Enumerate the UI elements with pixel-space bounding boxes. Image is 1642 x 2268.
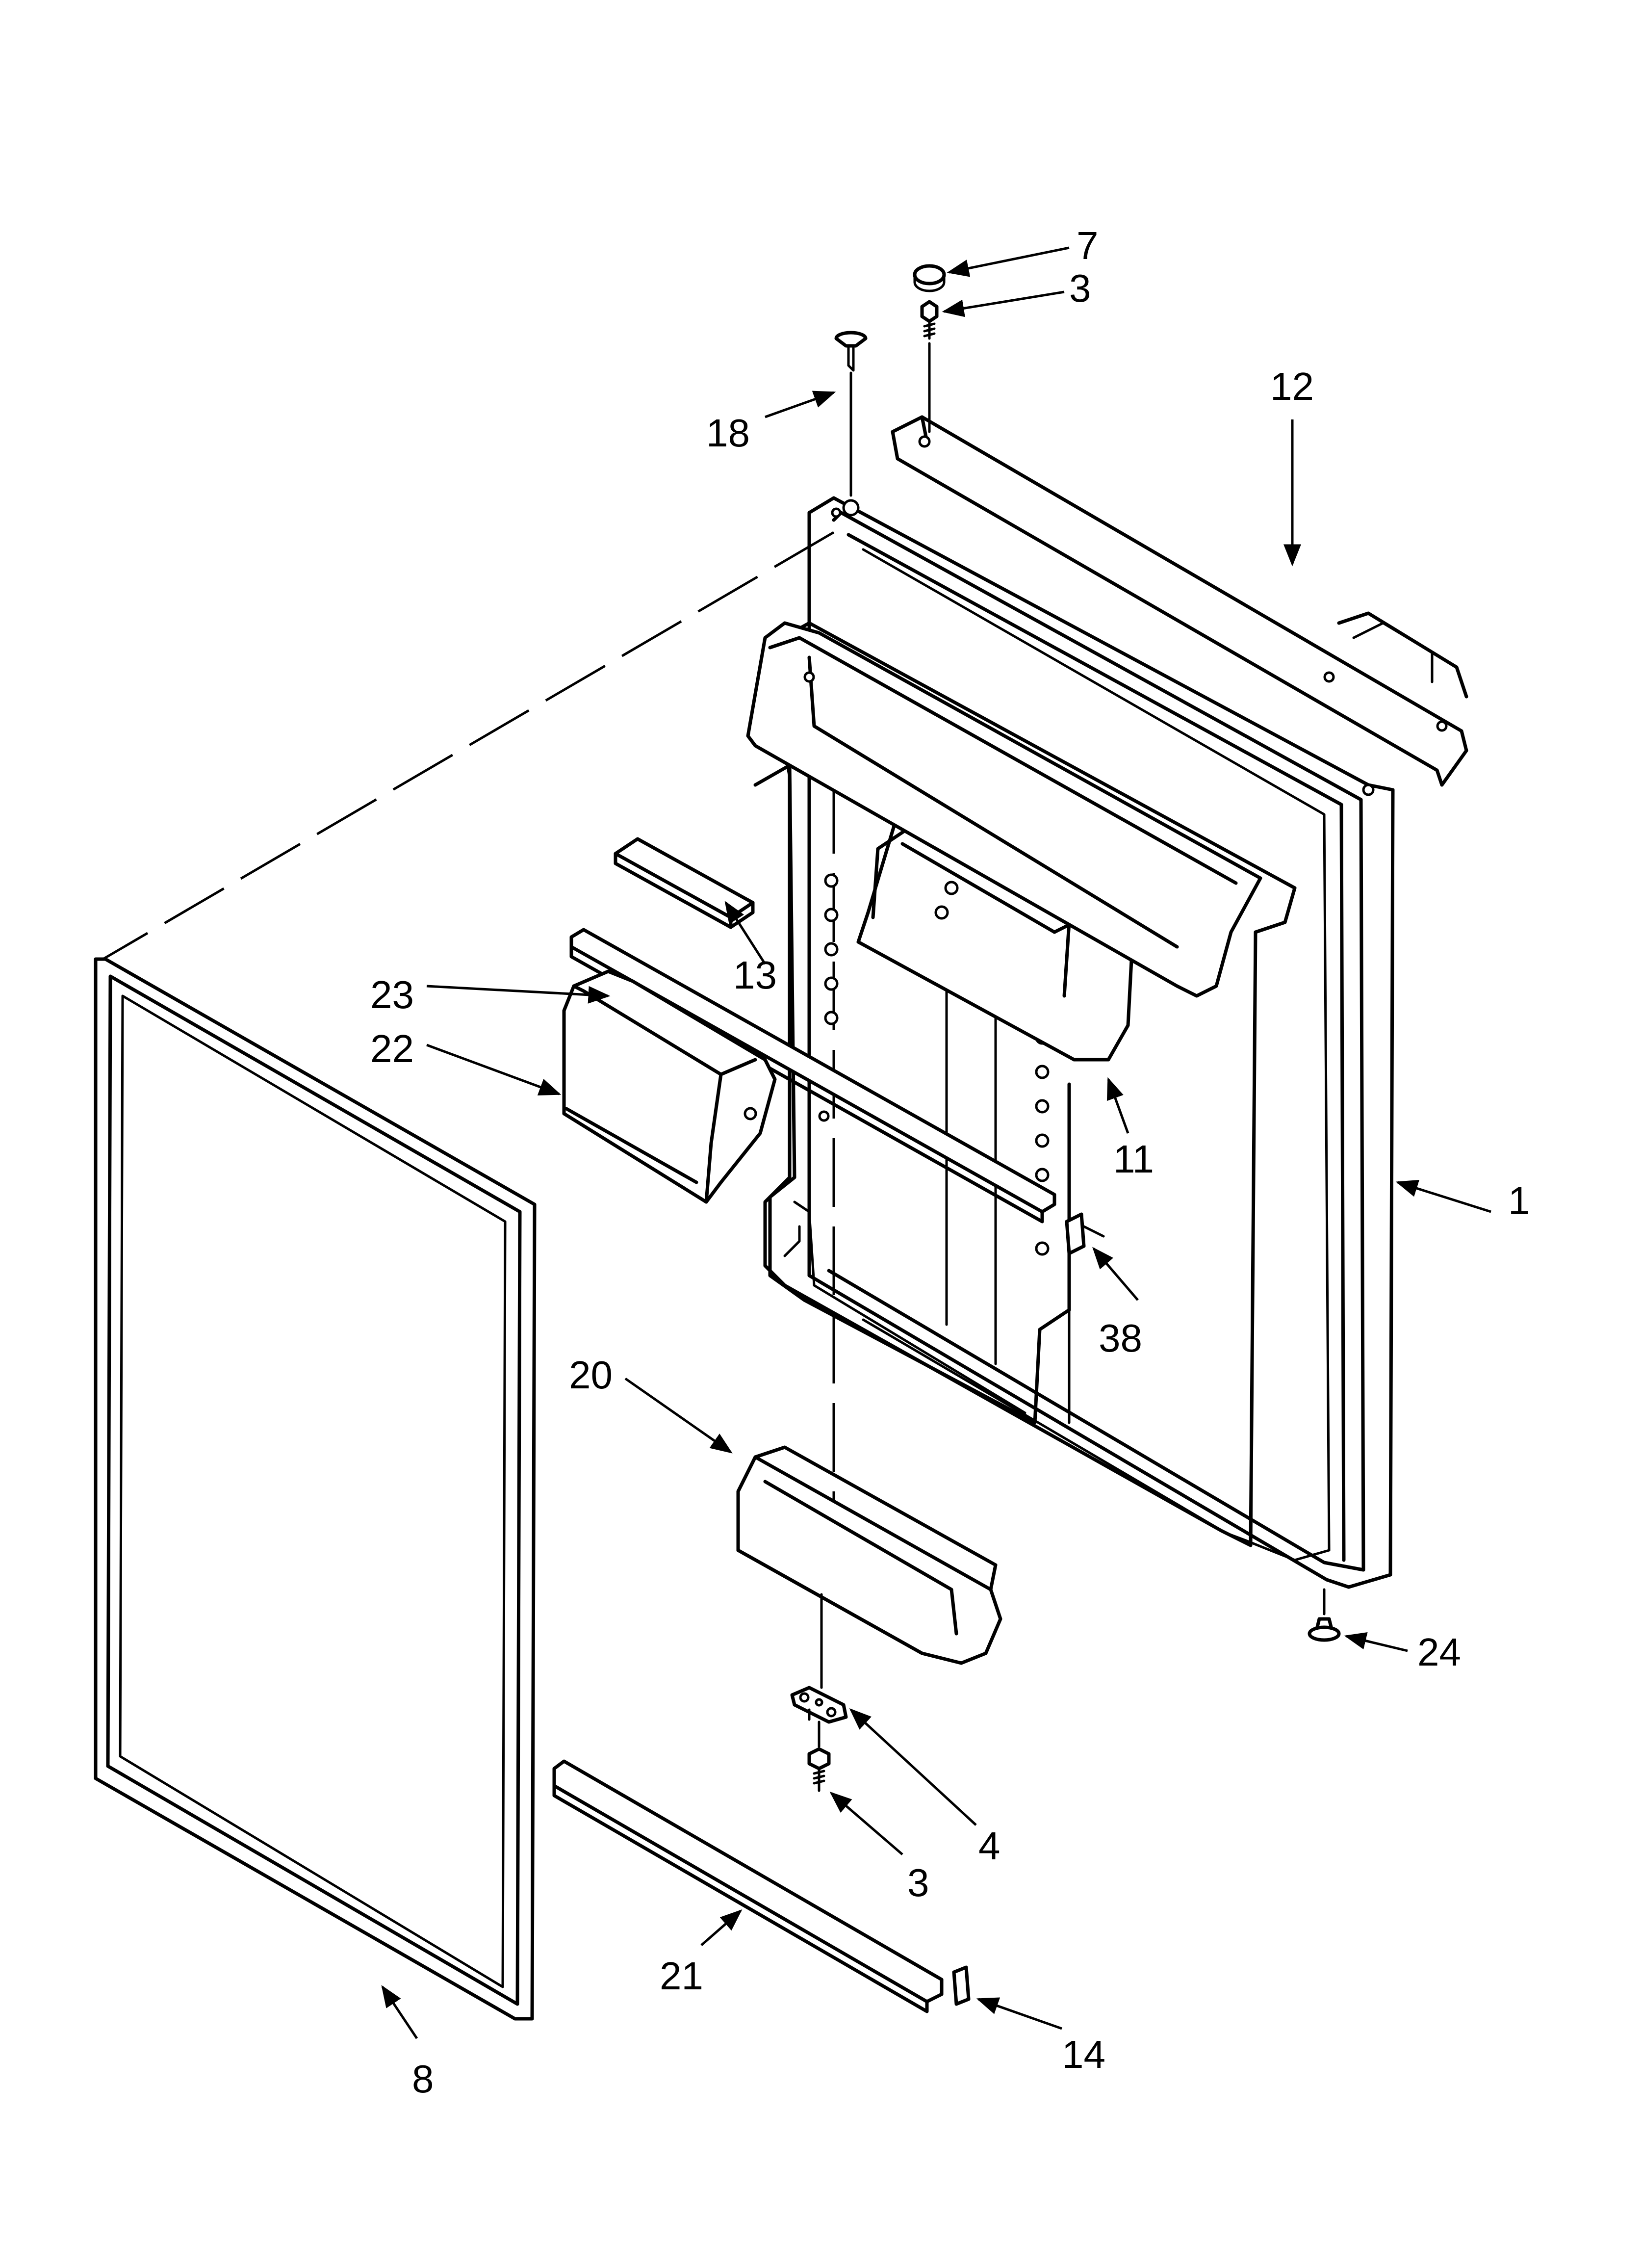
leader-lines [381,246,1491,2039]
callout-38: 38 [1099,1316,1142,1360]
trim-strip-21 [552,1759,944,2013]
screw-3-bottom [807,1747,831,1771]
callout-14: 14 [1062,2033,1105,2076]
shelf-rail-23 [569,928,1056,1224]
callout-3-bottom: 3 [907,1861,929,1904]
door-bin-22 [562,969,777,1204]
plug-7 [913,264,946,286]
door-bin-20 [736,1445,1002,1665]
screw-3-top [920,300,939,323]
clip-38 [1065,1212,1086,1255]
callout-13: 13 [733,953,777,997]
callout-12: 12 [1270,365,1314,408]
door-liner [753,496,1395,1589]
top-cover [891,415,1468,787]
callout-1: 1 [1508,1179,1530,1223]
callout-23: 23 [370,973,414,1017]
callout-18: 18 [706,411,750,455]
end-cap-14 [952,1965,971,2006]
pin-18 [834,331,868,348]
callout-21: 21 [660,1954,703,1998]
callout-3-top: 3 [1069,266,1091,310]
callout-22: 22 [370,1027,414,1070]
callout-4: 4 [978,1824,1001,1868]
door-bin-upper [746,621,1262,998]
callout-24: 24 [1417,1630,1461,1674]
callout-7: 7 [1077,224,1099,267]
door-gasket [94,957,537,2021]
hardware [790,264,1341,2006]
callout-20: 20 [569,1353,613,1397]
callout-labels: 7 3 12 18 13 23 22 11 1 38 20 24 4 3 21 … [370,224,1530,2101]
callout-11: 11 [1113,1137,1154,1181]
callout-8: 8 [412,2057,434,2101]
